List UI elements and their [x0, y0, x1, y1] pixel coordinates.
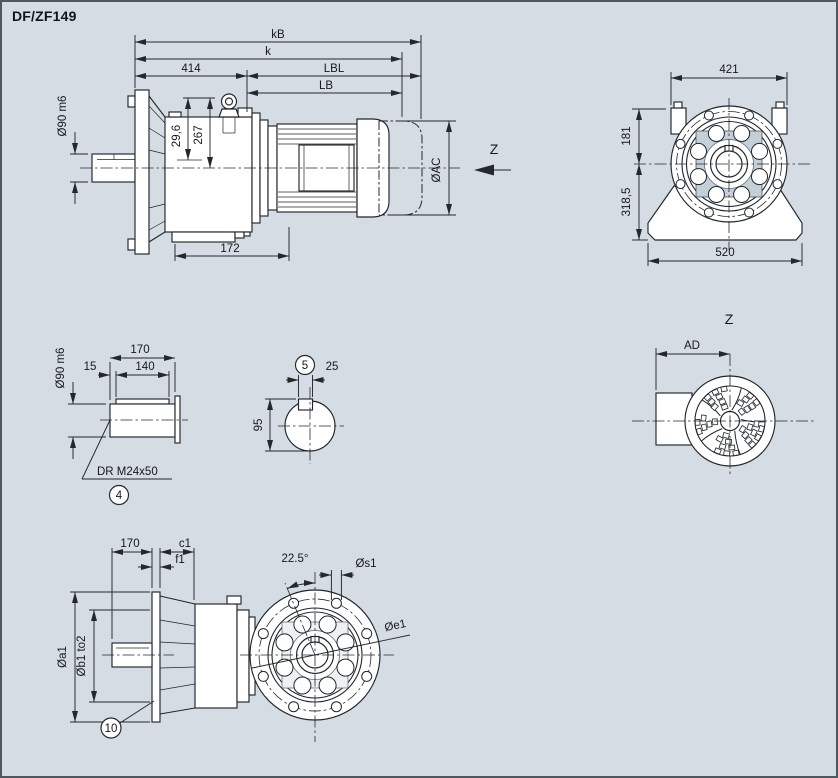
f1-dim-label: f1 — [175, 554, 185, 566]
dim-267-label: 267 — [193, 125, 205, 144]
balloon-4: 4 — [108, 484, 130, 506]
z-arrow-label: Z — [490, 141, 499, 157]
front-view-flange-holes — [675, 110, 783, 218]
dim-414-label: 414 — [181, 63, 201, 75]
key — [115, 398, 170, 405]
phantom-option-outline — [379, 120, 423, 216]
flange-plate — [151, 591, 161, 723]
side-view: kB k 414 LBL LB Ø90 m6 29,6 267 — [57, 29, 511, 261]
flange-front-holes — [257, 597, 373, 713]
front-view: 421 181 318,5 520 — [621, 64, 812, 266]
b1-dia-label: Øb1 to2 — [76, 636, 88, 677]
z-view-label: Z — [725, 311, 734, 327]
ac-diameter-label: ØAC — [431, 158, 443, 183]
front-view-bolts — [690, 125, 768, 203]
angle-22-5-label: 22.5° — [282, 553, 309, 565]
thread-note-label: DR M24x50 — [97, 466, 158, 478]
shaft-diameter-label: Ø90 m6 — [57, 96, 69, 137]
s1-dia-label: Øs1 — [355, 558, 376, 570]
page-title: DF/ZF149 — [12, 8, 77, 24]
keyway-slot — [297, 398, 314, 411]
lbl-dim-label: LBL — [324, 63, 345, 75]
lifting-eyebolt — [218, 93, 240, 134]
flange-front-bolts — [275, 615, 355, 695]
dim-172-label: 172 — [220, 243, 239, 255]
kb-dim-label: kB — [271, 29, 285, 41]
dim-421-label: 421 — [719, 64, 738, 76]
output-flange — [134, 89, 150, 255]
view-direction-arrow-z — [474, 164, 511, 176]
flange-front-view: 22.5° Øs1 Øe1 — [240, 553, 411, 742]
balloon-5-label: 5 — [302, 360, 308, 372]
balloon-10: 10 — [100, 717, 122, 739]
a1-dia-label: Øa1 — [57, 646, 69, 668]
e1-dia-label: Øe1 — [383, 618, 407, 634]
dim-25-label: 25 — [326, 361, 339, 373]
balloon-10-label: 10 — [105, 723, 118, 735]
ad-dim-label: AD — [684, 340, 700, 352]
dim-181-label: 181 — [621, 126, 633, 145]
dim-170-label: 170 — [130, 344, 149, 356]
dim-318-5-label: 318,5 — [621, 188, 633, 217]
key-section-view: 5 25 95 — [253, 354, 344, 464]
c1-dim-label: c1 — [179, 538, 191, 550]
shaft-detail-view: Ø90 m6 170 15 140 DR M24x50 4 — [55, 344, 188, 506]
dim-29-6-label: 29,6 — [171, 125, 183, 147]
dim-520-label: 520 — [715, 247, 734, 259]
balloon-4-label: 4 — [116, 490, 123, 502]
terminal-box-end — [655, 392, 693, 446]
shaft-detail-dia-label: Ø90 m6 — [55, 348, 67, 389]
dim-15-label: 15 — [84, 361, 97, 373]
balloon-5: 5 — [294, 354, 316, 376]
fan-grille-pattern — [694, 385, 765, 457]
fan-view-z: Z AD — [632, 311, 814, 476]
shaft-detail — [109, 403, 176, 438]
lb-dim-label: LB — [319, 80, 333, 92]
dim-95-label: 95 — [253, 419, 265, 432]
dim-140-label: 140 — [135, 361, 154, 373]
flange-side-view: 170 c1 f1 Øa1 Øb1 to2 10 — [57, 538, 256, 739]
flange-dim-170-label: 170 — [120, 538, 139, 550]
k-dim-label: k — [265, 46, 271, 58]
